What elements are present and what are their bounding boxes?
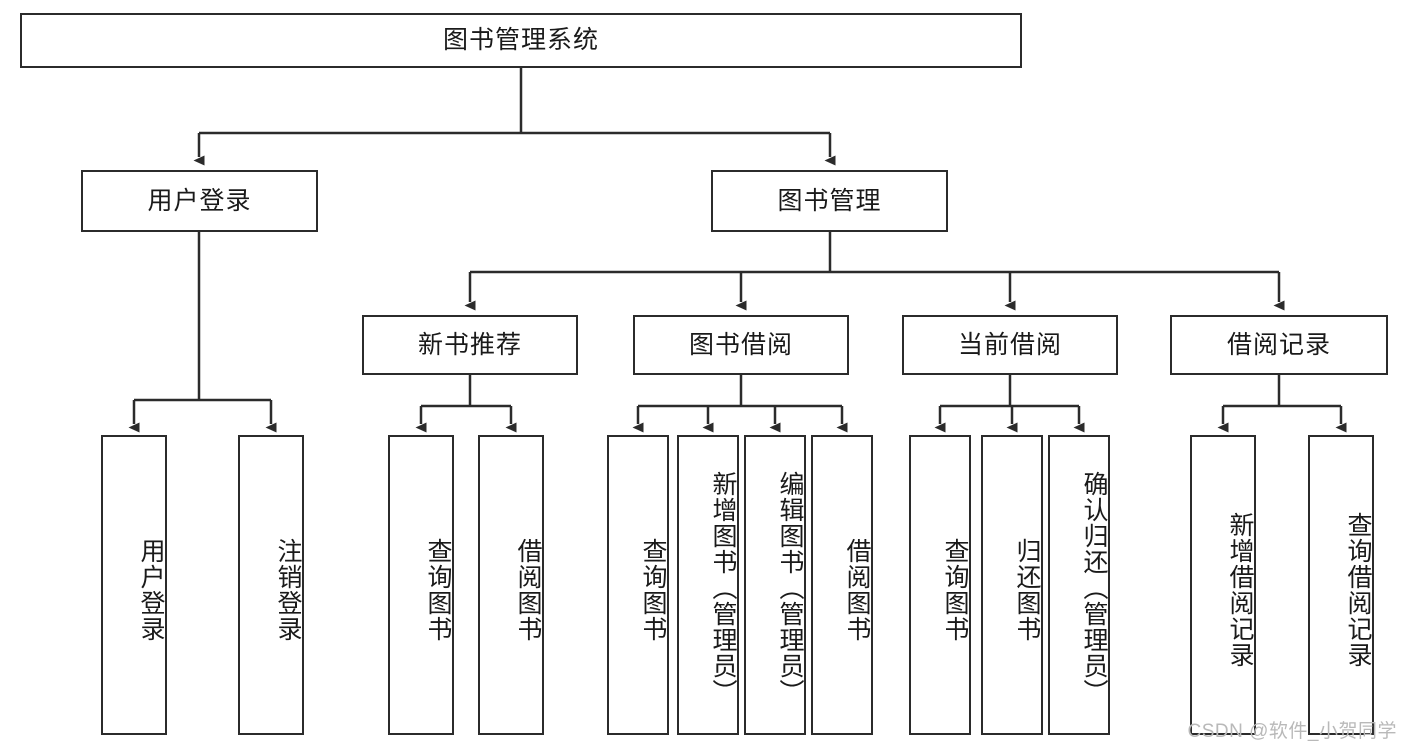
watermark: CSDN @软件_小贺同学 [1187, 721, 1397, 742]
node-book-management[interactable]: 图书管理 [711, 170, 948, 232]
node-leaf-logout-label: 注销登录 [274, 538, 302, 642]
node-leaf-borrow-book[interactable]: 借阅图书 [811, 435, 873, 735]
node-leaf-add-book-admin[interactable]: 新增图书（管理员） [677, 435, 739, 735]
node-leaf-query-book-rec[interactable]: 查询图书 [388, 435, 454, 735]
node-root-label: 图书管理系统 [442, 26, 599, 55]
node-leaf-query-book-current-label: 查询图书 [941, 538, 969, 642]
node-borrow-record-label: 借阅记录 [1226, 330, 1331, 359]
node-leaf-query-book-rec-label: 查询图书 [424, 538, 452, 642]
node-root[interactable]: 图书管理系统 [20, 13, 1022, 68]
node-current-borrow-label: 当前借阅 [957, 330, 1062, 359]
node-leaf-edit-book-admin-label: 编辑图书（管理员） [776, 471, 804, 705]
node-leaf-query-borrow-record-label: 查询借阅记录 [1344, 512, 1372, 668]
node-user-login[interactable]: 用户登录 [81, 170, 318, 232]
node-leaf-query-book-borrow-label: 查询图书 [639, 538, 667, 642]
node-leaf-query-borrow-record[interactable]: 查询借阅记录 [1308, 435, 1374, 735]
node-leaf-add-book-admin-label: 新增图书（管理员） [709, 471, 737, 705]
node-leaf-query-book-borrow[interactable]: 查询图书 [607, 435, 669, 735]
node-leaf-add-borrow-record-label: 新增借阅记录 [1226, 512, 1254, 668]
node-leaf-return-book-label: 归还图书 [1013, 538, 1041, 642]
node-leaf-confirm-return-admin-label: 确认归还（管理员） [1080, 471, 1108, 705]
node-leaf-borrow-book-rec[interactable]: 借阅图书 [478, 435, 544, 735]
node-borrow-record[interactable]: 借阅记录 [1170, 315, 1388, 375]
node-new-book-recommendation[interactable]: 新书推荐 [362, 315, 578, 375]
node-leaf-user-login-label: 用户登录 [137, 538, 165, 642]
node-user-login-label: 用户登录 [147, 186, 252, 215]
node-leaf-confirm-return-admin[interactable]: 确认归还（管理员） [1048, 435, 1110, 735]
node-book-borrow-label: 图书借阅 [688, 330, 793, 359]
node-leaf-logout[interactable]: 注销登录 [238, 435, 304, 735]
node-book-borrow[interactable]: 图书借阅 [633, 315, 849, 375]
node-leaf-return-book[interactable]: 归还图书 [981, 435, 1043, 735]
node-leaf-edit-book-admin[interactable]: 编辑图书（管理员） [744, 435, 806, 735]
node-new-book-recommendation-label: 新书推荐 [417, 330, 522, 359]
node-leaf-user-login[interactable]: 用户登录 [101, 435, 167, 735]
node-leaf-add-borrow-record[interactable]: 新增借阅记录 [1190, 435, 1256, 735]
node-leaf-borrow-book-label: 借阅图书 [843, 538, 871, 642]
node-leaf-query-book-current[interactable]: 查询图书 [909, 435, 971, 735]
node-leaf-borrow-book-rec-label: 借阅图书 [514, 538, 542, 642]
node-book-management-label: 图书管理 [777, 186, 882, 215]
node-current-borrow[interactable]: 当前借阅 [902, 315, 1118, 375]
